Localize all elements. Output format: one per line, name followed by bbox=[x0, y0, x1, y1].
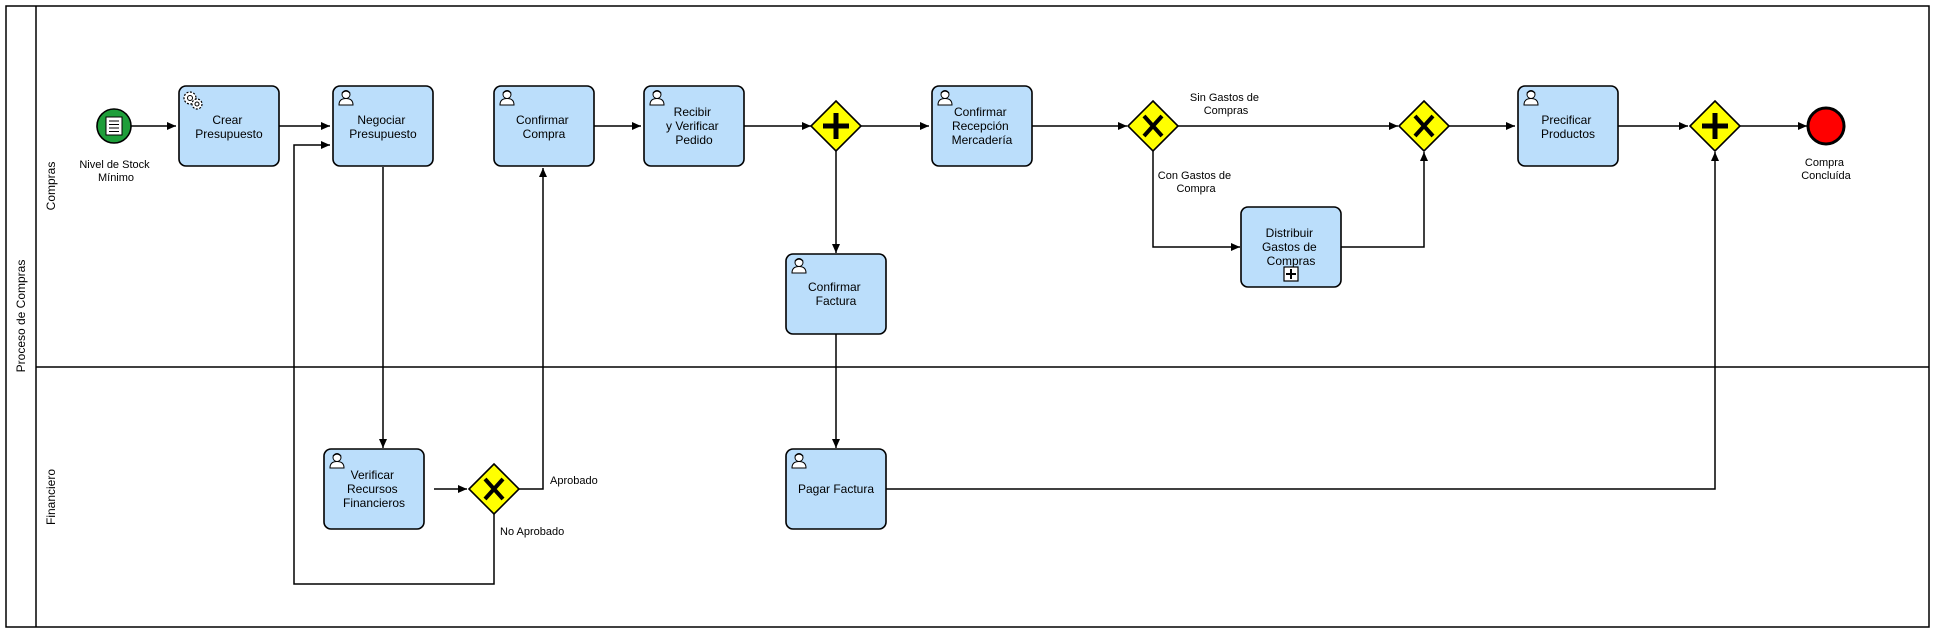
task-negociar-presupuesto[interactable]: Negociar Presupuesto bbox=[332, 85, 434, 167]
task-precificar-productos[interactable]: Precificar Productos bbox=[1517, 85, 1619, 167]
user-icon bbox=[1521, 88, 1541, 106]
sequence-flows bbox=[131, 122, 1807, 585]
task-label: Confirmar Recepción Mercadería bbox=[952, 105, 1013, 147]
x-icon bbox=[1413, 114, 1435, 138]
user-icon bbox=[789, 451, 809, 469]
task-label: Confirmar Factura bbox=[808, 280, 864, 308]
end-event[interactable] bbox=[1806, 106, 1846, 146]
task-verificar-recursos-financieros[interactable]: Verificar Recursos Financieros bbox=[323, 448, 425, 530]
x-icon bbox=[1142, 114, 1164, 138]
task-confirmar-factura[interactable]: Confirmar Factura bbox=[785, 253, 887, 335]
task-pagar-factura[interactable]: Pagar Factura bbox=[785, 448, 887, 530]
start-event[interactable] bbox=[96, 108, 132, 144]
task-label: Distribuir Gastos de Compras bbox=[1262, 226, 1320, 268]
lane-label-financiero: Financiero bbox=[44, 469, 58, 525]
subprocess-distribuir-gastos-compras[interactable]: Distribuir Gastos de Compras bbox=[1240, 206, 1342, 288]
parallel-gateway-split[interactable] bbox=[809, 99, 863, 153]
subprocess-plus-icon[interactable] bbox=[1283, 266, 1299, 282]
plus-icon bbox=[1702, 113, 1728, 139]
task-label: Precificar Productos bbox=[1541, 113, 1595, 141]
end-event-label: Compra Concluída bbox=[1801, 157, 1851, 182]
user-icon bbox=[789, 256, 809, 274]
exclusive-gateway-aprobacion[interactable] bbox=[467, 462, 521, 516]
parallel-gateway-join[interactable] bbox=[1688, 99, 1742, 153]
task-label: Crear Presupuesto bbox=[195, 113, 263, 141]
user-icon bbox=[336, 88, 356, 106]
flow-label-con-gastos: Con Gastos de Compra bbox=[1158, 170, 1234, 195]
gear-icon bbox=[183, 91, 203, 110]
task-label: Pagar Factura bbox=[798, 482, 874, 496]
user-icon bbox=[327, 451, 347, 469]
pool-label: Proceso de Compras bbox=[14, 260, 28, 373]
plus-icon bbox=[823, 113, 849, 139]
task-label: Recibir y Verificar Pedido bbox=[666, 105, 722, 147]
exclusive-gateway-gastos-split[interactable] bbox=[1126, 99, 1180, 153]
lane-label-compras: Compras bbox=[44, 162, 58, 211]
start-event-label: Nivel de Stock Mínimo bbox=[79, 159, 152, 184]
task-confirmar-recepcion-mercaderia[interactable]: Confirmar Recepción Mercadería bbox=[931, 85, 1033, 167]
conditional-event-icon bbox=[105, 116, 123, 136]
x-icon bbox=[483, 477, 505, 501]
user-icon bbox=[935, 88, 955, 106]
user-icon bbox=[497, 88, 517, 106]
flow-label-no-aprobado: No Aprobado bbox=[500, 526, 564, 538]
task-label: Verificar Recursos Financieros bbox=[343, 468, 405, 510]
task-confirmar-compra[interactable]: Confirmar Compra bbox=[493, 85, 595, 167]
task-label: Confirmar Compra bbox=[516, 113, 572, 141]
flow-label-sin-gastos: Sin Gastos de Compras bbox=[1190, 92, 1262, 117]
flow-label-aprobado: Aprobado bbox=[550, 475, 598, 487]
task-label: Negociar Presupuesto bbox=[349, 113, 417, 141]
task-recibir-verificar-pedido[interactable]: Recibir y Verificar Pedido bbox=[643, 85, 745, 167]
user-icon bbox=[647, 88, 667, 106]
exclusive-gateway-gastos-join[interactable] bbox=[1397, 99, 1451, 153]
task-crear-presupuesto[interactable]: Crear Presupuesto bbox=[178, 85, 280, 167]
